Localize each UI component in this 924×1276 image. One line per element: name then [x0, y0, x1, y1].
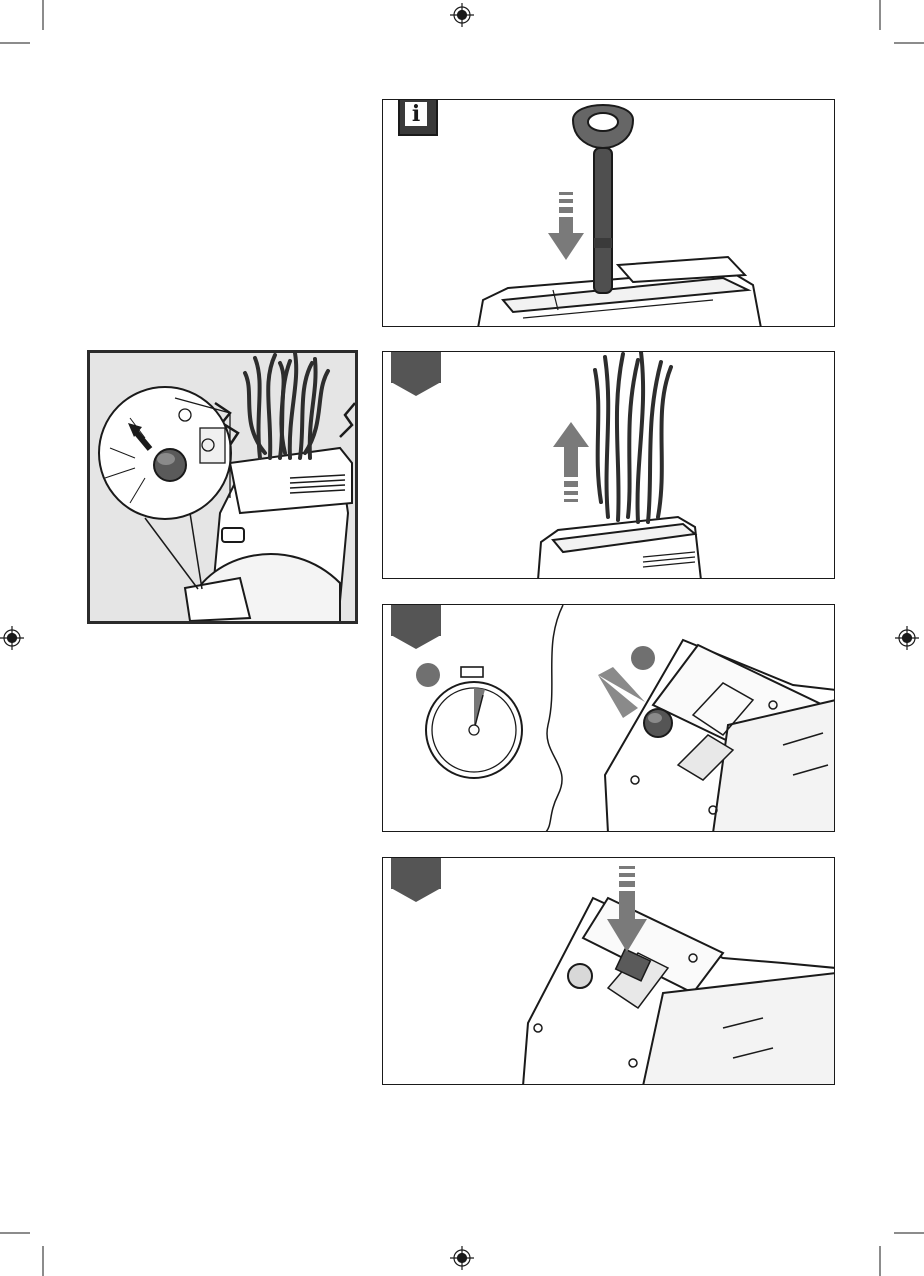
step-panel-3 [382, 857, 835, 1085]
registration-mark-bottom-icon [450, 1246, 474, 1270]
registration-mark-top-icon [450, 3, 474, 27]
step-tab-3 [391, 857, 441, 889]
step-panel-info: i [382, 99, 835, 327]
registration-mark-left-icon [0, 626, 24, 650]
press-switch-illustration [383, 858, 835, 1085]
detail-inset-overload [87, 350, 358, 624]
step-panel-1 [382, 351, 835, 579]
wait-and-reset-illustration [383, 605, 835, 832]
stopwatch-icon [416, 663, 522, 778]
overload-reset-button-icon [90, 353, 355, 621]
step-tab-1 [391, 351, 441, 383]
info-badge: i [391, 99, 449, 140]
push-stick-illustration [383, 100, 835, 327]
registration-mark-right-icon [895, 626, 919, 650]
remove-branches-illustration [383, 352, 835, 579]
step-panel-2 [382, 604, 835, 832]
info-icon: i [398, 99, 438, 136]
step-tab-2 [391, 604, 441, 636]
